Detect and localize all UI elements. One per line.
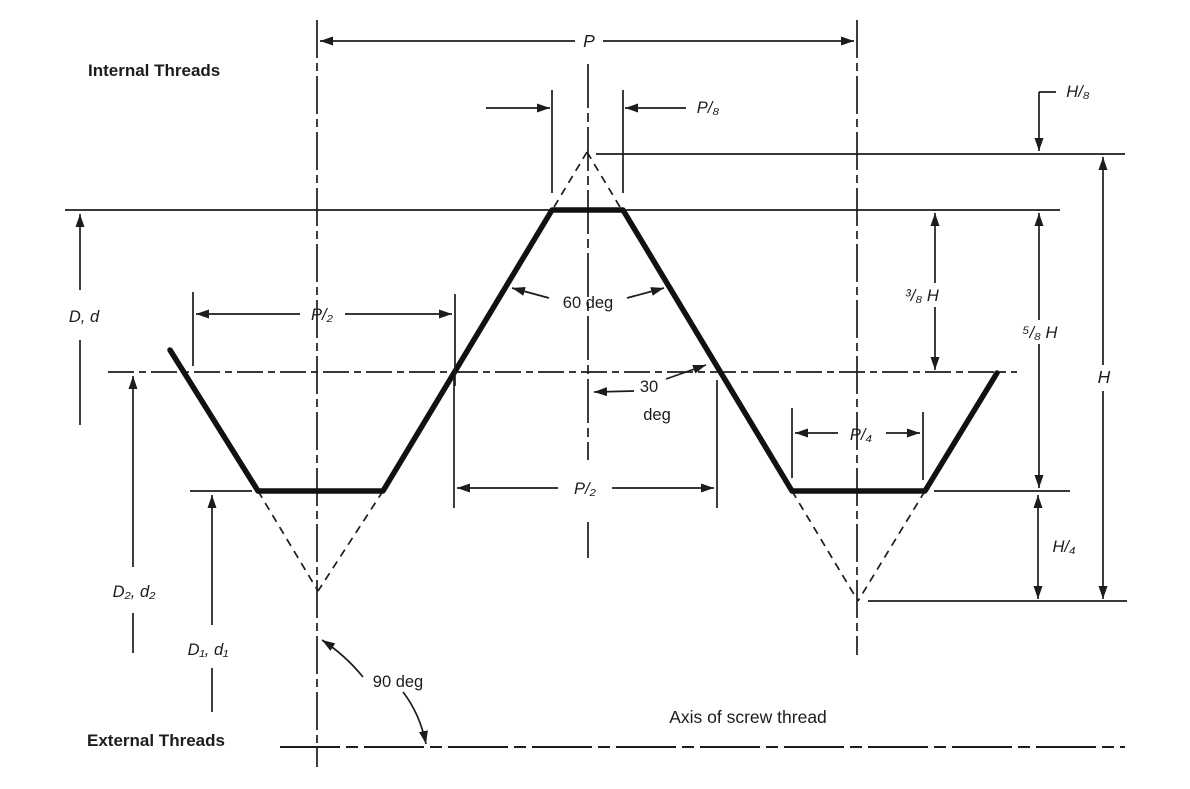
pitch-quarter-label: P/₄ — [850, 426, 872, 444]
thread-profile-outline — [167, 207, 1000, 494]
dimension-pitch-eighth — [486, 90, 686, 193]
right-root-v-left — [791, 490, 859, 602]
dimension-pitch-quarter — [791, 408, 924, 480]
internal-threads-label: Internal Threads — [88, 61, 220, 80]
major-diameter-label: D, d — [69, 308, 100, 326]
labels: Internal Threads External Threads Axis o… — [69, 31, 1111, 750]
dimension-h-eighth — [1034, 91, 1056, 151]
three-eighths-h-label: ³/₈ H — [905, 287, 939, 305]
pitch-half-lower-label: P/₂ — [574, 480, 597, 498]
pitch-half-upper-label: P/₂ — [311, 306, 334, 324]
reference-lines — [65, 153, 1127, 748]
left-root-v-right — [317, 490, 384, 592]
sharp-v-extensions — [257, 151, 926, 602]
pitch-eighth-label: P/₈ — [697, 99, 720, 117]
angle30-leader-flank — [665, 364, 707, 380]
five-eighths-h-label: ⁵/₈ H — [1023, 324, 1058, 342]
right-root-v-right — [857, 490, 926, 602]
axis-label: Axis of screw thread — [669, 707, 827, 727]
dimension-pitch-half-upper — [192, 292, 456, 386]
h-eighth-label: H/₈ — [1066, 83, 1090, 101]
external-threads-label: External Threads — [87, 731, 225, 750]
centerlines — [316, 20, 858, 767]
dimension-pitch-half-lower — [453, 378, 718, 508]
angle-leaders — [321, 287, 707, 745]
angle30-leader-centerline — [593, 387, 635, 397]
angle90-leader-centerline — [321, 639, 364, 678]
pitch-diameter-label: D₂, d₂ — [113, 583, 157, 601]
angle60-leader-left — [511, 287, 550, 299]
pitch-label: P — [583, 31, 595, 51]
angle-30-label-line2: deg — [643, 406, 671, 424]
angle90-leader-axis — [402, 691, 428, 745]
h-label: H — [1098, 367, 1111, 387]
angle-90-label: 90 deg — [373, 673, 423, 691]
angle-60-label: 60 deg — [563, 294, 613, 312]
minor-diameter-label: D₁, d₁ — [188, 641, 229, 659]
h-quarter-label: H/₄ — [1052, 538, 1075, 556]
angle-30-label-line1: 30 — [640, 378, 658, 396]
angle60-leader-right — [626, 287, 665, 299]
left-root-v-left — [257, 490, 319, 592]
